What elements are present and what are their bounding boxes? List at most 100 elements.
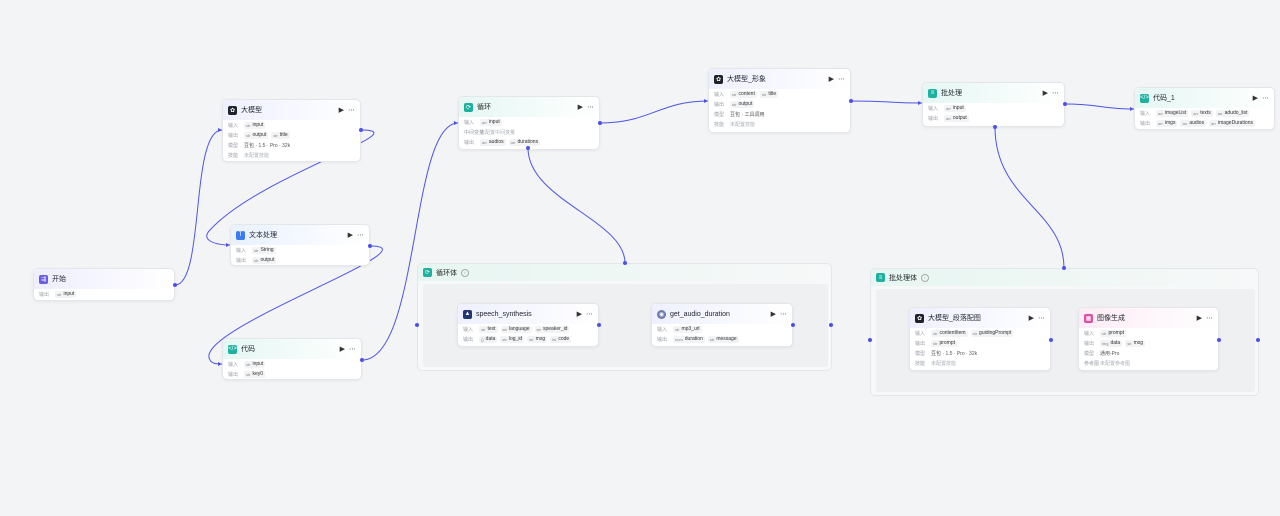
more-icon[interactable]: ⋯ bbox=[780, 311, 787, 318]
output-port[interactable] bbox=[173, 283, 177, 287]
more-icon[interactable]: ⋯ bbox=[1262, 95, 1269, 102]
param-chip: language bbox=[508, 326, 530, 332]
edge-loop-loopbody bbox=[527, 147, 626, 264]
llm-icon: ✿ bbox=[228, 105, 237, 115]
start-icon: ⇶ bbox=[39, 274, 48, 284]
node-title: 大模型 bbox=[241, 107, 262, 114]
batch-icon: ≡ bbox=[876, 273, 885, 282]
code-icon: </> bbox=[1140, 93, 1149, 103]
edge-loop-llm2 bbox=[599, 100, 709, 124]
more-icon[interactable]: ⋯ bbox=[357, 232, 364, 239]
info-icon[interactable]: i bbox=[461, 268, 469, 277]
input-label: 输入 bbox=[657, 326, 668, 333]
skill-label: 技能 bbox=[915, 360, 926, 367]
skill-label: 技能 bbox=[714, 121, 725, 128]
run-icon[interactable]: ▶ bbox=[576, 311, 582, 318]
more-icon[interactable]: ⋯ bbox=[348, 107, 355, 114]
node-title: 循环 bbox=[477, 104, 491, 111]
param-chip: texts bbox=[1200, 110, 1211, 116]
skill-value: 未配置技能 bbox=[730, 121, 756, 128]
skill-label: 技能 bbox=[228, 152, 239, 159]
param-chip: adudo_list bbox=[1224, 110, 1248, 116]
more-icon[interactable]: ⋯ bbox=[1038, 315, 1045, 322]
run-icon[interactable]: ▶ bbox=[1028, 315, 1034, 322]
output-label: 输出 bbox=[915, 340, 926, 347]
output-label: 输出 bbox=[657, 336, 668, 343]
llm-icon: ✿ bbox=[915, 313, 924, 323]
run-icon[interactable]: ▶ bbox=[577, 104, 583, 111]
output-port[interactable] bbox=[359, 128, 363, 132]
run-icon[interactable]: ▶ bbox=[1196, 315, 1202, 322]
output-port[interactable] bbox=[1217, 338, 1221, 342]
edge-batch-batchbody bbox=[994, 126, 1065, 269]
more-icon[interactable]: ⋯ bbox=[587, 104, 594, 111]
input-label: 输入 bbox=[915, 330, 926, 337]
param-chip: log_id bbox=[508, 336, 523, 342]
more-icon[interactable]: ⋯ bbox=[1206, 315, 1213, 322]
input-label: 输入 bbox=[714, 91, 725, 98]
run-icon[interactable]: ▶ bbox=[828, 76, 834, 83]
input-port[interactable] bbox=[868, 338, 872, 342]
more-icon[interactable]: ⋯ bbox=[838, 76, 845, 83]
node-title: 文本处理 bbox=[249, 232, 277, 239]
input-port[interactable] bbox=[415, 323, 419, 327]
output-port[interactable] bbox=[849, 99, 853, 103]
run-icon[interactable]: ▶ bbox=[770, 311, 776, 318]
output-port[interactable] bbox=[526, 146, 530, 150]
more-icon[interactable]: ⋯ bbox=[349, 346, 356, 353]
model-label: 模型 bbox=[714, 111, 725, 118]
more-icon[interactable]: ⋯ bbox=[586, 311, 593, 318]
output-port[interactable] bbox=[360, 358, 364, 362]
input-port[interactable] bbox=[623, 261, 627, 265]
run-icon[interactable]: ▶ bbox=[1252, 95, 1258, 102]
param-chip: input bbox=[952, 105, 964, 111]
iter-value: 未配置中间变量 bbox=[480, 129, 516, 136]
input-port[interactable] bbox=[1062, 266, 1066, 270]
output-port[interactable] bbox=[993, 125, 997, 129]
info-icon[interactable]: i bbox=[921, 273, 929, 282]
output-port[interactable] bbox=[598, 121, 602, 125]
more-icon[interactable]: ⋯ bbox=[1052, 90, 1059, 97]
output-port[interactable] bbox=[791, 323, 795, 327]
output-port[interactable] bbox=[1049, 338, 1053, 342]
edge-batch-code1 bbox=[1064, 103, 1135, 110]
run-icon[interactable]: ▶ bbox=[339, 346, 345, 353]
output-port[interactable] bbox=[1256, 338, 1260, 342]
run-icon[interactable]: ▶ bbox=[338, 107, 344, 114]
param-chip: imageDurations bbox=[1217, 120, 1253, 126]
param-chip: input bbox=[252, 122, 264, 128]
param-chip: audios bbox=[1189, 120, 1205, 126]
param-chip: contentItem bbox=[939, 330, 966, 336]
model-label: 模型 bbox=[915, 350, 926, 357]
model-value: 豆包 · 1.5 · Pro · 32k bbox=[931, 350, 978, 357]
output-port[interactable] bbox=[829, 323, 833, 327]
node-title: 代码_1 bbox=[1153, 95, 1175, 102]
model-label: 模型 bbox=[1084, 350, 1095, 357]
run-icon[interactable]: ▶ bbox=[1042, 90, 1048, 97]
run-icon[interactable]: ▶ bbox=[347, 232, 353, 239]
output-label: 输出 bbox=[39, 291, 50, 298]
node-title: 大模型_形象 bbox=[727, 76, 766, 83]
output-port[interactable] bbox=[368, 244, 372, 248]
output-port[interactable] bbox=[1063, 102, 1067, 106]
output-port[interactable] bbox=[597, 323, 601, 327]
output-label: 输出 bbox=[463, 336, 474, 343]
param-chip: key0 bbox=[252, 371, 264, 377]
param-chip: input bbox=[63, 291, 75, 297]
param-chip: duration bbox=[684, 336, 703, 342]
param-chip: data bbox=[485, 336, 496, 342]
